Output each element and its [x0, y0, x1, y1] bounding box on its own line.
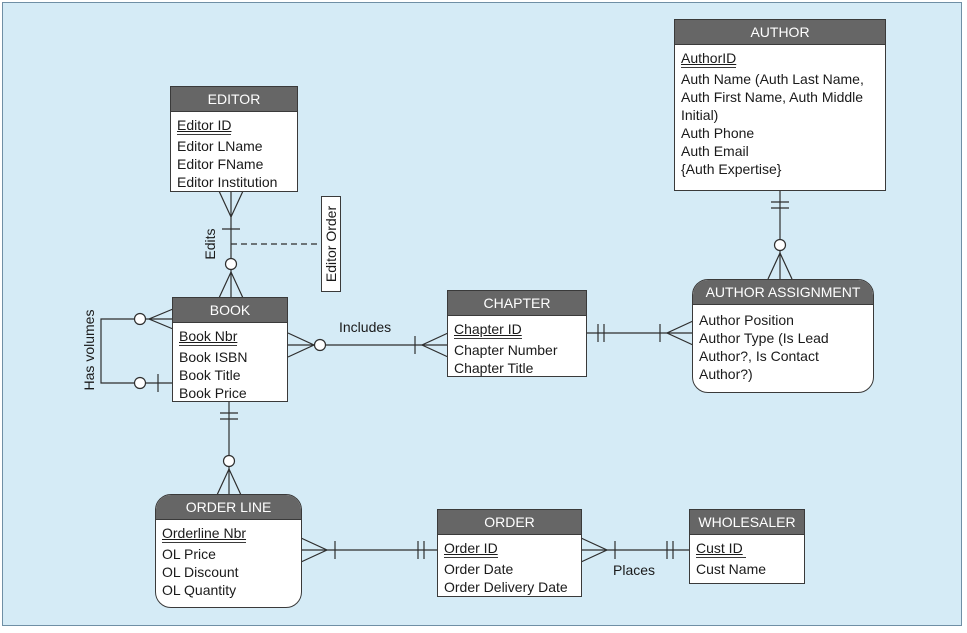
assignment-attr: Author Type (Is Lead Author?, Is Contact…: [699, 330, 829, 382]
book-attr: Book Price: [179, 385, 247, 401]
entity-book-title: BOOK: [173, 298, 287, 323]
has-volumes-loop: [100, 318, 173, 384]
order-line-attr: OL Discount: [162, 564, 239, 580]
editor-attr: Editor Institution: [177, 174, 278, 190]
entity-order-line-title: ORDER LINE: [156, 495, 301, 520]
entity-editor: EDITOR Editor ID Editor LName Editor FNa…: [170, 86, 298, 192]
order-line-attr: OL Quantity: [162, 582, 237, 598]
entity-author-assignment: AUTHOR ASSIGNMENT Author Position Author…: [692, 279, 874, 393]
entity-editor-title: EDITOR: [171, 87, 297, 112]
book-optional-circle: [224, 257, 238, 271]
order-line-pk: Orderline Nbr: [162, 525, 247, 541]
book-attr: Book ISBN: [179, 349, 248, 365]
label-editor-order: Editor Order: [321, 196, 341, 292]
editor-attr: Editor LName: [177, 138, 263, 154]
entity-order: ORDER Order ID Order Date Order Delivery…: [437, 509, 582, 597]
wholesaler-attr: Cust Name: [696, 561, 767, 577]
label-includes: Includes: [339, 319, 392, 335]
entity-order-line: ORDER LINE Orderline Nbr OL Price OL Dis…: [155, 494, 302, 608]
order-attr: Order Delivery Date: [444, 579, 568, 595]
book-attr: Book Title: [179, 367, 241, 383]
volumes-circle-bottom: [133, 376, 147, 390]
entity-chapter: CHAPTER Chapter ID Chapter Number Chapte…: [447, 290, 587, 377]
label-has-volumes: Has volumes: [81, 309, 97, 391]
order-line-attr: OL Price: [162, 546, 216, 562]
entity-author: AUTHOR AuthorID Auth Name (Auth Last Nam…: [674, 19, 886, 191]
order-attr: Order Date: [444, 561, 514, 577]
book-pk: Book Nbr: [179, 328, 238, 344]
entity-chapter-title: CHAPTER: [448, 291, 586, 316]
entity-book: BOOK Book Nbr Book ISBN Book Title Book …: [172, 297, 288, 402]
chapter-attr: Chapter Number: [454, 342, 558, 358]
assignment-crowfoot-top: [767, 251, 793, 280]
book-crowfoot-top: [218, 270, 244, 299]
volumes-crowfoot: [147, 308, 174, 330]
author-attr: Auth Email: [681, 143, 749, 159]
order-crowfoot-right: [580, 537, 609, 563]
volumes-circle-top: [133, 312, 147, 326]
entity-author-title: AUTHOR: [675, 20, 885, 45]
chapter-side-circle: [313, 338, 327, 352]
author-pk: AuthorID: [681, 50, 737, 66]
assignment-attr: Author Position: [699, 312, 794, 328]
label-places: Places: [613, 562, 656, 578]
chapter-pk: Chapter ID: [454, 321, 522, 337]
entity-wholesaler: WHOLESALER Cust ID Cust Name: [689, 509, 805, 584]
editor-crowfoot: [218, 190, 244, 219]
author-attr: Auth Phone: [681, 125, 755, 141]
editor-attr: Editor FName: [177, 156, 264, 172]
orderline-crowfoot-top: [216, 467, 242, 496]
chapter-attr: Chapter Title: [454, 360, 534, 376]
entity-author-assignment-title: AUTHOR ASSIGNMENT: [693, 280, 873, 305]
orderline-crowfoot-right: [300, 537, 329, 563]
order-pk: Order ID: [444, 540, 498, 556]
entity-order-title: ORDER: [438, 510, 581, 535]
wholesaler-pk: Cust ID: [696, 540, 743, 556]
entity-wholesaler-title: WHOLESALER: [690, 510, 804, 535]
orderline-optional-circle: [222, 454, 236, 468]
assignment-crowfoot-left: [665, 320, 694, 346]
author-attr: Auth Name (Auth Last Name, Auth First Na…: [681, 71, 864, 123]
assignment-optional-circle: [773, 238, 787, 252]
author-attr: {Auth Expertise}: [681, 161, 782, 177]
chapter-crowfoot-left: [420, 332, 449, 358]
label-edits: Edits: [202, 228, 218, 260]
editor-pk: Editor ID: [177, 117, 232, 133]
